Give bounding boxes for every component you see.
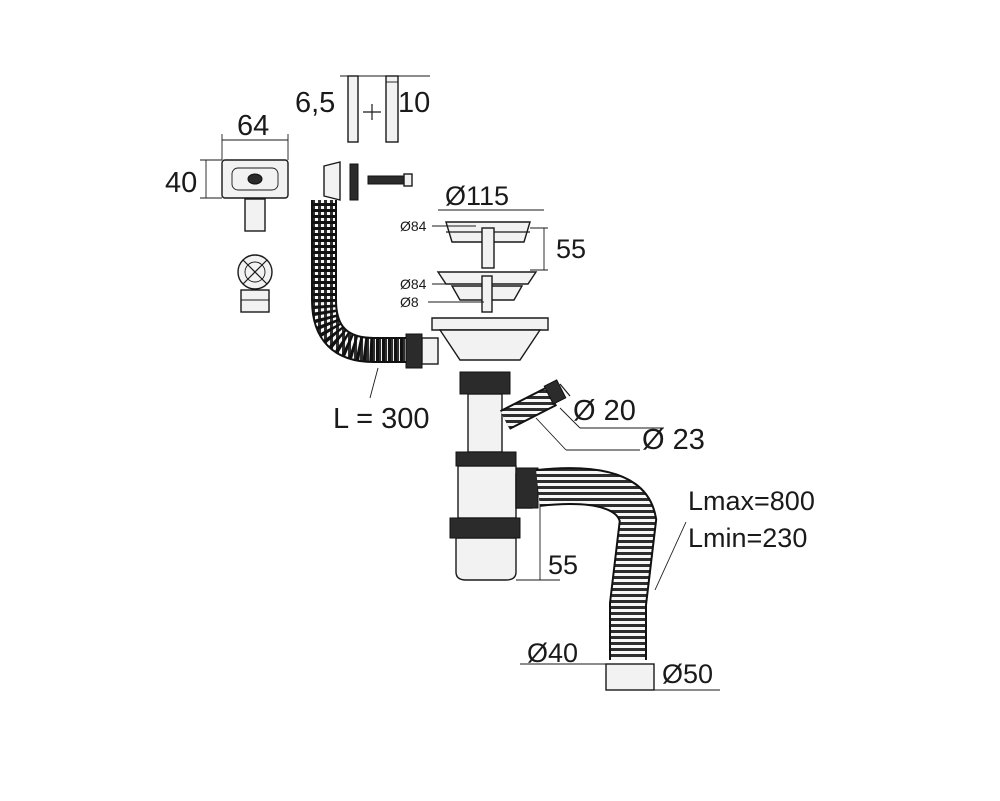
outlet-50-label: Ø50	[662, 659, 713, 689]
strainer-outer-diameter-label: Ø115	[445, 181, 509, 211]
trap-dimension-lines	[516, 500, 560, 581]
overflow-hose-length-label: L = 300	[333, 403, 430, 435]
strainer-height-label: 55	[556, 234, 586, 264]
washer-thickness-label: 6,5	[295, 87, 335, 119]
overflow-height-label: 40	[165, 167, 197, 199]
trap-height-label: 55	[548, 550, 578, 580]
hose-length-leader	[369, 367, 379, 399]
plug-diameter-label: Ø8	[400, 294, 419, 310]
overflow-grille	[221, 159, 289, 313]
overflow-hose	[311, 200, 439, 369]
flexible-hose	[515, 467, 658, 691]
outlet-40-label: Ø40	[527, 638, 578, 668]
inlet-20-leader	[559, 407, 581, 429]
tail-pipe	[459, 371, 511, 453]
washer-set	[323, 75, 430, 201]
strainer-basket	[431, 209, 549, 361]
side-inlet-20-label: Ø 20	[573, 395, 636, 427]
flange-thickness-label: 10	[398, 87, 430, 119]
overflow-dimension-lines	[200, 134, 289, 199]
side-inlet-23-label: Ø 23	[642, 424, 705, 456]
side-inlet	[499, 379, 571, 430]
hose-length-min-label: Lmin=230	[688, 523, 807, 553]
strainer-inner-diameter-bottom-label: Ø84	[400, 276, 427, 292]
strainer-inner-diameter-top-label: Ø84	[400, 218, 427, 234]
hose-length-leader-flex	[654, 521, 687, 591]
strainer-dimension-lines	[428, 225, 548, 303]
inlet-23-leader	[535, 417, 567, 451]
overflow-width-label: 64	[237, 110, 269, 142]
hose-length-max-label: Lmax=800	[688, 486, 815, 516]
